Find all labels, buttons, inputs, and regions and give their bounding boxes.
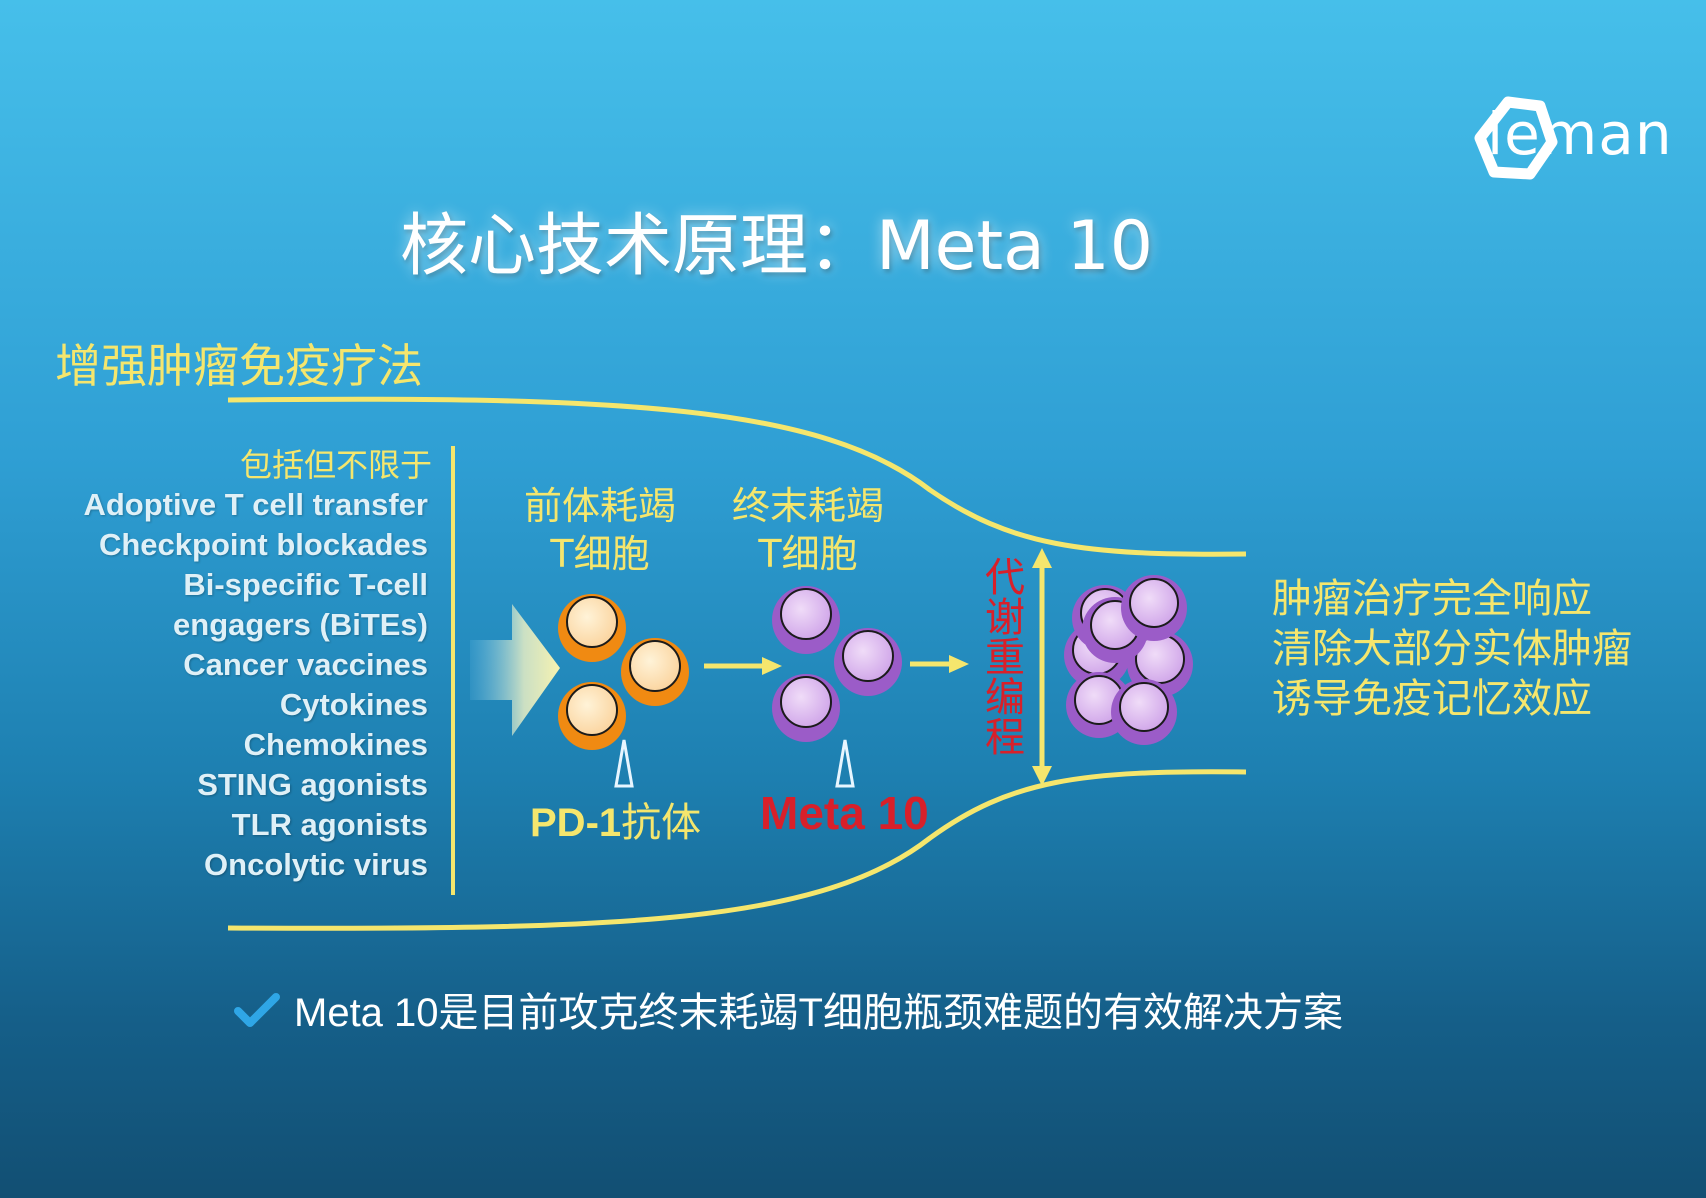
section-title: 增强肿瘤免疫疗法 (55, 339, 423, 393)
triangle-pointer-icon (614, 739, 634, 788)
purple-cell (772, 586, 840, 654)
orange-cell (621, 638, 689, 706)
pd1-label-suffix: 抗体 (621, 800, 702, 846)
purple-cell (834, 628, 902, 696)
arrow-right-icon (910, 655, 969, 673)
therapy-item: Oncolytic virus (204, 847, 428, 882)
pre-exhausted-caption-line1: 前体耗竭 (523, 484, 676, 528)
reprogrammed-cell-cluster (1064, 575, 1193, 745)
pd1-antibody-label: PD-1抗体 (530, 790, 701, 848)
purple-cell (772, 674, 840, 742)
check-icon (234, 993, 280, 1027)
therapy-item: Bi-specific T-cell (183, 567, 428, 602)
therapy-item: Checkpoint blockades (98, 527, 428, 562)
therapy-item: Chemokines (243, 727, 428, 762)
outcome-item: 清除大部分实体肿瘤 (1272, 626, 1632, 672)
conclusion-text: Meta 10是目前攻克终末耗竭T细胞瓶颈难题的有效解决方案 (294, 991, 1343, 1035)
therapy-item: STING agonists (197, 767, 428, 802)
logo-text: leman (1487, 100, 1673, 168)
input-arrow-icon (470, 604, 560, 736)
triangle-pointer-icon (835, 739, 855, 788)
terminal-exhausted-caption-line1: 终末耗竭 (731, 484, 884, 528)
pd1-label-prefix: PD-1 (530, 801, 622, 845)
therapy-item: TLR agonists (231, 807, 428, 842)
therapy-list-header: 包括但不限于 (239, 446, 432, 484)
metabolic-reprogramming-label: 代谢重编程 (978, 556, 1024, 756)
orange-cell (558, 682, 626, 750)
pre-exhausted-cell-group (558, 594, 689, 750)
meta10-label: Meta 10 (760, 787, 929, 839)
therapy-list: Adoptive T cell transfer Checkpoint bloc… (83, 485, 428, 885)
terminal-exhausted-cell-group (772, 586, 902, 742)
outcome-item: 诱导免疫记忆效应 (1272, 676, 1592, 722)
page-title: 核心技术原理：Meta 10 (400, 207, 1153, 286)
conclusion: Meta 10是目前攻克终末耗竭T细胞瓶颈难题的有效解决方案 (234, 980, 1343, 1038)
therapy-item: Adoptive T cell transfer (83, 487, 428, 522)
purple-cell (1111, 679, 1177, 745)
outcome-item: 肿瘤治疗完全响应 (1272, 576, 1592, 622)
therapy-item: Cancer vaccines (183, 647, 428, 682)
arrow-right-icon (704, 657, 782, 675)
therapy-item: Cytokines (279, 687, 428, 722)
double-arrow-icon (1032, 548, 1052, 786)
leman-logo-icon (1474, 96, 1558, 180)
therapy-item: engagers (BiTEs) (173, 607, 428, 642)
terminal-exhausted-caption: 终末耗竭 T细胞 (708, 482, 908, 578)
pre-exhausted-caption-line2: T细胞 (550, 532, 650, 576)
terminal-exhausted-caption-line2: T细胞 (758, 532, 858, 576)
orange-cell (558, 594, 626, 662)
outcome-list: 肿瘤治疗完全响应 清除大部分实体肿瘤 诱导免疫记忆效应 (1272, 574, 1632, 724)
funnel-bottom-curve (227, 769, 1247, 931)
purple-cell (1121, 575, 1187, 641)
funnel-top-curve (227, 396, 1247, 557)
pre-exhausted-caption: 前体耗竭 T细胞 (500, 482, 700, 578)
